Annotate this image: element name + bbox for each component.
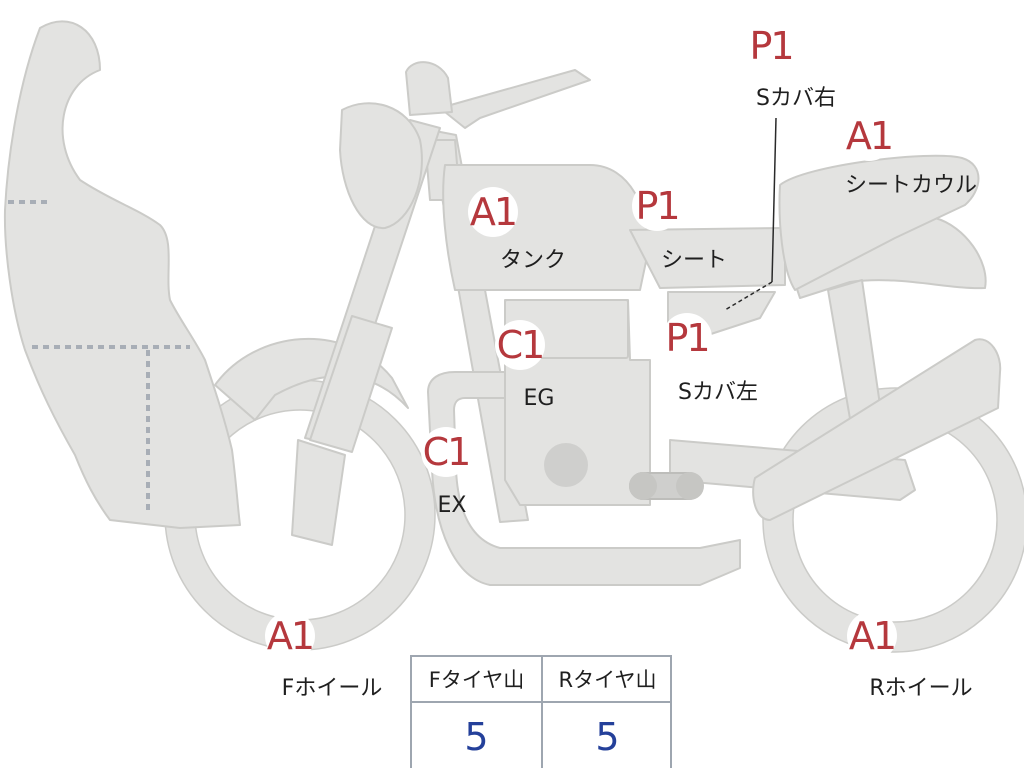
leader-line (771, 117, 777, 283)
tank-grade: A1 (468, 187, 518, 237)
exhaust-grade: C1 (421, 427, 471, 477)
side-cover-right-grade: P1 (746, 21, 796, 71)
front-wheel-grade: A1 (265, 611, 315, 661)
seat-grade: P1 (632, 181, 682, 231)
handlebar (439, 69, 591, 129)
engine-label: EG (523, 386, 555, 411)
front-fairing (3, 20, 241, 529)
seat-label: シート (660, 248, 728, 273)
rear-wheel-grade: A1 (847, 611, 897, 661)
seat-cowl-label: シートカウル (844, 173, 978, 198)
table-divider (541, 657, 543, 768)
side-cover-right-label: Sカバ右 (756, 86, 836, 111)
front-tyre-value: 5 (464, 714, 489, 759)
rear-shock (752, 338, 1002, 521)
side-cover-left-label: Sカバ左 (678, 380, 758, 405)
tyre-tread-table: Fタイヤ山 Rタイヤ山 5 5 (410, 655, 672, 768)
engine-grade: C1 (495, 320, 545, 370)
seat-cowl-grade: A1 (844, 111, 894, 161)
headlight (339, 102, 423, 230)
front-wheel-label: Fホイール (281, 676, 383, 701)
rear-tyre-value: 5 (595, 714, 620, 759)
side-cover-left-grade: P1 (662, 313, 712, 363)
rear-wheel-label: Rホイール (869, 676, 973, 701)
tank-label: タンク (499, 248, 567, 273)
exhaust-label: EX (437, 493, 467, 518)
seat-shape (629, 227, 786, 289)
front-tyre-header: Fタイヤ山 (428, 668, 525, 692)
exhaust-pipe (427, 371, 741, 586)
seat-cowl-shape (778, 154, 980, 291)
rear-fender (789, 217, 987, 299)
rear-tyre-header: Rタイヤ山 (558, 668, 657, 692)
